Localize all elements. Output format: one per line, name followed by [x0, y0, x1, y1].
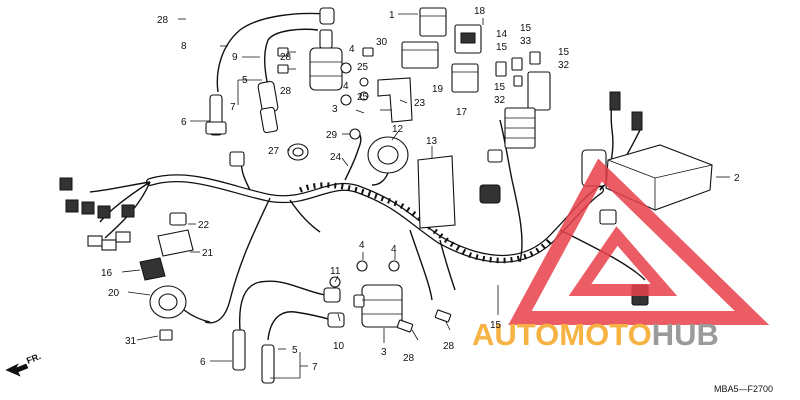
callout-27: 27	[268, 146, 280, 157]
spark-plug-caps-lower	[232, 280, 345, 384]
callout-30: 30	[376, 37, 388, 48]
small-fuses	[495, 51, 541, 87]
callout-15: 15	[496, 42, 508, 53]
callout-7: 7	[230, 102, 236, 113]
callout-18: 18	[474, 6, 486, 17]
callout-15: 15	[520, 23, 532, 34]
front-direction-marker: FR.	[5, 351, 42, 377]
watermark-part2: MOTO	[559, 317, 651, 352]
callout-15: 15	[558, 47, 570, 58]
callout-8: 8	[181, 41, 187, 52]
relay-1	[419, 7, 447, 37]
callout-33: 33	[520, 36, 532, 47]
callout-17: 17	[456, 107, 468, 118]
relay-17	[451, 63, 479, 93]
callout-9: 9	[232, 52, 238, 63]
main-harness	[89, 94, 646, 324]
callout-3: 3	[332, 104, 338, 115]
left-connector-cluster	[59, 177, 135, 251]
front-arrow-icon	[5, 363, 29, 377]
callout-25: 25	[357, 92, 369, 103]
callout-5: 5	[292, 345, 298, 356]
callout-21: 21	[202, 248, 214, 259]
watermark-text: AUTOMOTOHUB	[472, 317, 719, 352]
watermark-part1: AUTO	[472, 317, 559, 352]
callout-15: 15	[490, 320, 502, 331]
sensor-12	[367, 136, 409, 186]
relay-19	[401, 41, 439, 69]
spark-plug-caps-upper	[205, 7, 335, 136]
callout-labels: 28 8 9 28 28 5 7 6 1 18 30 4 25 19 14 15…	[101, 6, 740, 373]
callout-20: 20	[108, 288, 120, 299]
callout-13: 13	[426, 136, 438, 147]
callout-12: 12	[392, 124, 404, 135]
watermark-triangle-inner	[568, 226, 678, 296]
watermark-part3: HUB	[652, 317, 719, 352]
ignition-coil-lower	[353, 284, 403, 328]
callout-15: 15	[494, 82, 506, 93]
callout-28: 28	[280, 52, 292, 63]
callout-28: 28	[443, 341, 455, 352]
callout-19: 19	[432, 84, 444, 95]
callout-2: 2	[734, 173, 740, 184]
callout-11: 11	[330, 266, 341, 277]
callout-6: 6	[181, 117, 187, 128]
callout-6: 6	[200, 357, 206, 368]
bolts	[159, 47, 452, 341]
callout-25: 25	[357, 62, 369, 73]
watermark-triangle-outer	[508, 158, 770, 325]
callout-28: 28	[280, 86, 292, 97]
band-24	[344, 134, 362, 181]
callout-29: 29	[326, 130, 338, 141]
callout-10: 10	[333, 341, 345, 352]
watermark: AUTOMOTOHUB	[472, 158, 770, 352]
callout-14: 14	[496, 29, 508, 40]
callout-28: 28	[157, 15, 169, 26]
unit-21	[157, 229, 194, 257]
callout-23: 23	[414, 98, 426, 109]
leader-lines	[121, 13, 730, 379]
ignition-coil-upper	[309, 29, 343, 91]
fuse-block	[504, 71, 551, 149]
callout-3: 3	[381, 347, 387, 358]
front-direction-label: FR.	[25, 351, 42, 366]
plate-13	[417, 155, 456, 229]
callout-31: 31	[125, 336, 137, 347]
callout-7: 7	[312, 362, 318, 373]
callout-5: 5	[242, 75, 248, 86]
callout-22: 22	[198, 220, 210, 231]
callout-4: 4	[359, 240, 365, 251]
bracket-23	[377, 77, 413, 123]
clamp-27	[287, 143, 309, 161]
callout-32: 32	[494, 95, 506, 106]
drawing-code: MBA5—F2700	[714, 384, 773, 394]
callout-28: 28	[403, 353, 415, 364]
callout-4: 4	[391, 244, 397, 255]
regulator-16	[139, 257, 166, 281]
callout-16: 16	[101, 268, 113, 279]
relay-18	[454, 24, 482, 54]
callout-4: 4	[349, 44, 355, 55]
horn-20	[149, 285, 211, 323]
callout-32: 32	[558, 60, 570, 71]
callout-1: 1	[389, 10, 395, 21]
connector-22	[169, 212, 187, 226]
callout-24: 24	[330, 152, 342, 163]
callout-4: 4	[343, 81, 349, 92]
